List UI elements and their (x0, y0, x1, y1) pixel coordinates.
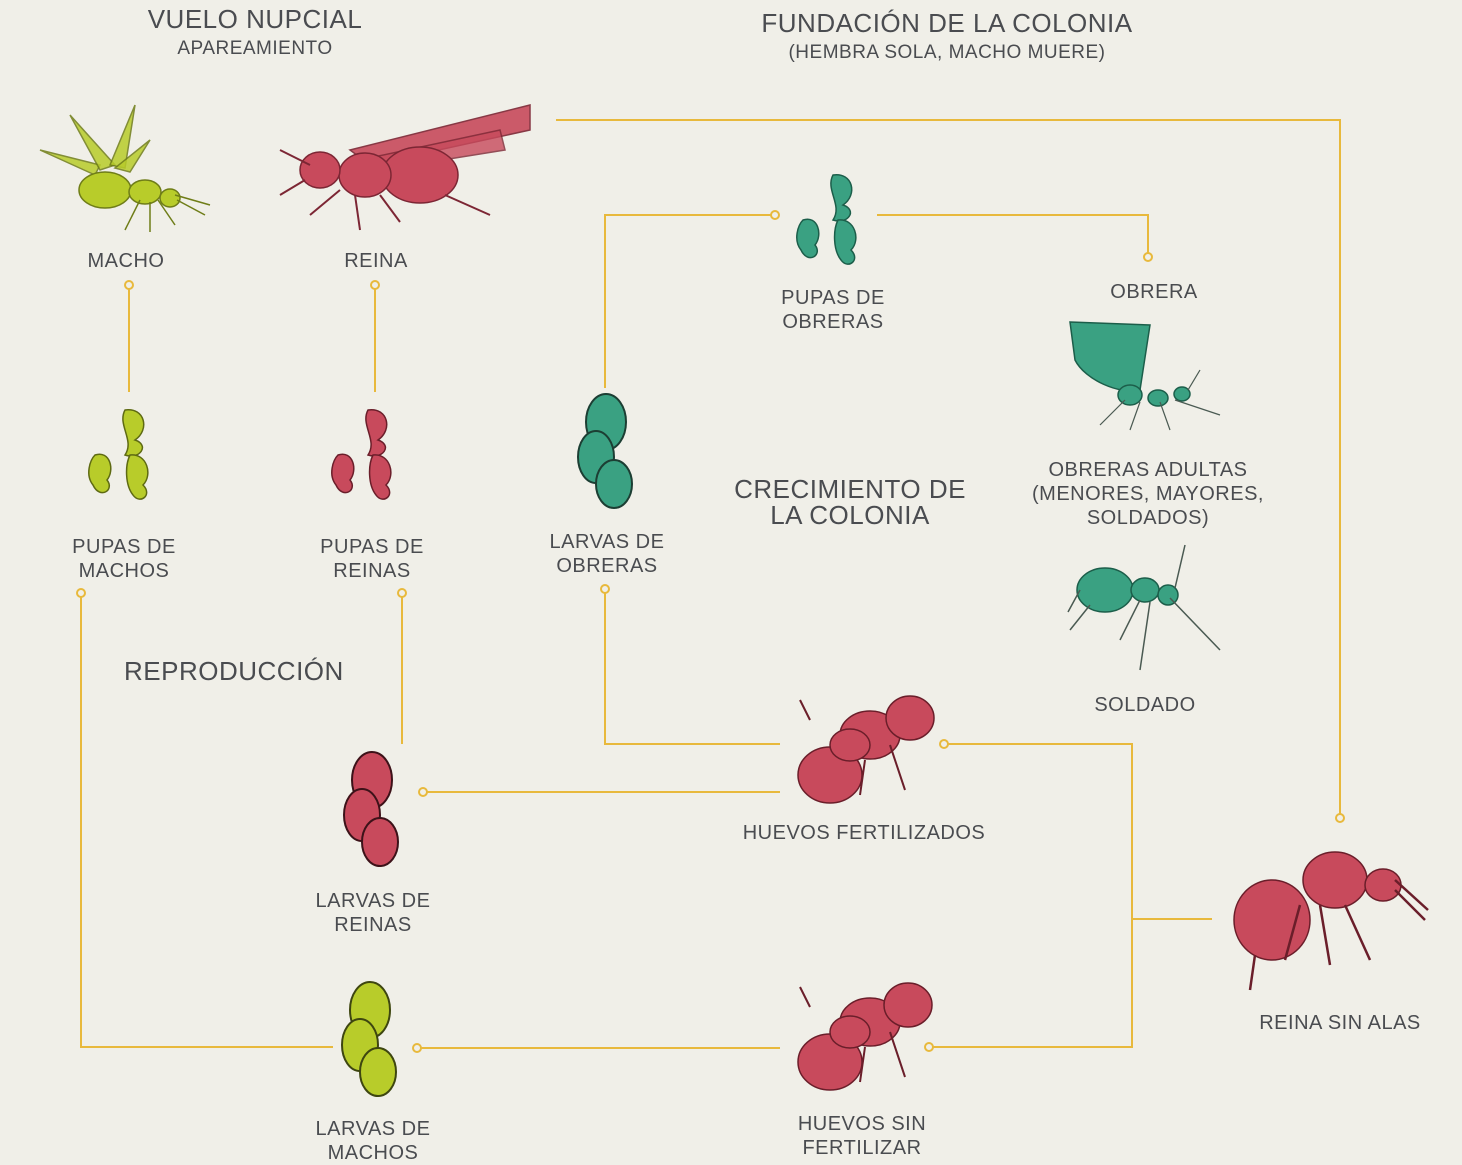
winged-queen-ant-icon (279, 104, 531, 231)
connector-endpoints (76, 210, 1345, 1053)
label-larvas-reinas-line2: REINAS (334, 914, 412, 936)
label-huevos-fertilizados-text: HUEVOS FERTILIZADOS (742, 822, 986, 844)
heading-nuptial-flight-title: VUELO NUPCIAL (147, 4, 363, 34)
label-macho-text: MACHO (87, 250, 165, 272)
label-larvas-reinas-line1: LARVAS DE (315, 890, 431, 912)
heading-colony-founding-subtitle: (HEMBRA SOLA, MACHO MUERE) (788, 42, 1106, 63)
connector-pupas-machos-to-larvas-machos (80, 593, 333, 1048)
label-larvas-obreras: LARVAS DE OBRERAS (550, 530, 665, 578)
heading-reproduction-title: REPRODUCCIÓN (124, 656, 344, 686)
label-obrera: OBRERA (1110, 280, 1197, 304)
label-pupas-machos-line2: MACHOS (78, 560, 170, 582)
label-larvas-machos-line1: LARVAS DE (315, 1118, 431, 1140)
label-obreras-adultas: OBRERAS ADULTAS (MENORES, MAYORES, SOLDA… (1032, 458, 1264, 530)
label-huevos-sin-fertilizar: HUEVOS SIN FERTILIZAR (798, 1112, 926, 1160)
heading-colony-growth-line1: CRECIMIENTO DE (734, 474, 966, 504)
label-obreras-adultas-line2: (MENORES, MAYORES, (1032, 483, 1264, 505)
connector-reina-to-reina-sin-alas (556, 119, 1341, 818)
label-macho: MACHO (88, 249, 165, 273)
label-pupas-reinas-line2: REINAS (333, 560, 411, 582)
winged-male-ant-icon (39, 104, 211, 232)
label-pupas-machos: PUPAS DE MACHOS (72, 535, 176, 583)
label-soldado: SOLDADO (1094, 693, 1195, 717)
label-larvas-machos-line2: MACHOS (327, 1142, 419, 1164)
egg-cluster-icon (797, 982, 933, 1091)
soldier-ant-icon (1067, 544, 1221, 671)
label-pupas-obreras-line2: OBRERAS (782, 311, 884, 333)
label-reina-sin-alas: REINA SIN ALAS (1259, 1011, 1421, 1035)
label-reina-sin-alas-text: REINA SIN ALAS (1259, 1012, 1421, 1034)
label-obrera-text: OBRERA (1110, 281, 1198, 303)
label-reina-text: REINA (344, 250, 408, 272)
connector-reina-sin-alas-to-huevos-fertilizados (929, 743, 1133, 1048)
label-huevos-sin-fertilizar-line2: FERTILIZAR (802, 1137, 922, 1159)
label-soldado-text: SOLDADO (1094, 694, 1196, 716)
connector-pupas-obreras-to-obrera (877, 214, 1149, 257)
label-obreras-adultas-line3: SOLDADOS) (1086, 507, 1210, 529)
label-larvas-obreras-line2: OBRERAS (556, 555, 658, 577)
label-pupas-reinas-line1: PUPAS DE (320, 536, 424, 558)
heading-nuptial-flight: VUELO NUPCIAL APAREAMIENTO (148, 6, 363, 61)
larvae-icon (343, 751, 399, 867)
heading-colony-growth-line2: LA COLONIA (770, 500, 930, 530)
label-pupas-obreras: PUPAS DE OBRERAS (781, 286, 885, 334)
heading-colony-founding: FUNDACIÓN DE LA COLONIA (HEMBRA SOLA, MA… (761, 10, 1132, 65)
label-larvas-reinas: LARVAS DE REINAS (316, 889, 431, 937)
leaf-carrying-worker-ant-icon (1069, 321, 1221, 431)
label-obreras-adultas-line1: OBRERAS ADULTAS (1048, 459, 1248, 481)
heading-colony-growth: CRECIMIENTO DE LA COLONIA (730, 476, 970, 528)
label-pupas-reinas: PUPAS DE REINAS (320, 535, 424, 583)
connector-larvas-obreras-to-pupas-obreras (604, 214, 775, 388)
label-huevos-fertilizados: HUEVOS FERTILIZADOS (743, 821, 986, 845)
larvae-icon (577, 393, 633, 509)
pupae-icon (796, 174, 857, 265)
label-larvas-machos: LARVAS DE MACHOS (316, 1117, 431, 1165)
heading-reproduction: REPRODUCCIÓN (124, 658, 344, 684)
pupae-icon (331, 409, 392, 500)
wingless-queen-ant-icon (1233, 851, 1429, 991)
larvae-icon (341, 981, 397, 1097)
heading-colony-founding-title: FUNDACIÓN DE LA COLONIA (761, 8, 1133, 38)
label-reina: REINA (344, 249, 408, 273)
connector-huevos-fertilizados-to-larvas-obreras (604, 589, 780, 745)
pupae-icon (88, 409, 149, 500)
label-pupas-machos-line1: PUPAS DE (72, 536, 176, 558)
label-pupas-obreras-line1: PUPAS DE (781, 287, 885, 309)
heading-nuptial-flight-subtitle: APAREAMIENTO (177, 38, 333, 59)
label-larvas-obreras-line1: LARVAS DE (549, 531, 665, 553)
connector-lines (80, 119, 1341, 1049)
label-huevos-sin-fertilizar-line1: HUEVOS SIN (797, 1113, 927, 1135)
egg-cluster-icon (797, 695, 935, 804)
